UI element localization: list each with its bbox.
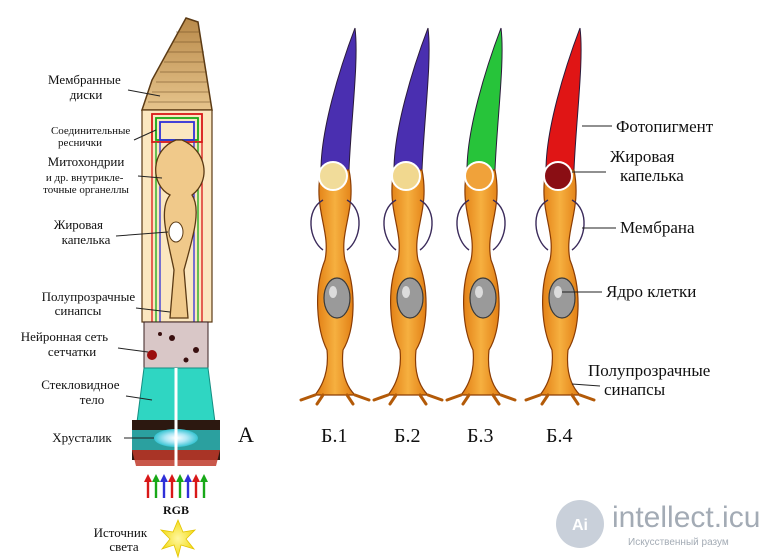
rgb-arrows [144, 474, 208, 498]
label-connecting-cilia: Соединительные реснички [51, 125, 133, 149]
membrane-right [346, 199, 360, 251]
cell-nucleus [323, 277, 351, 319]
sun-icon [159, 518, 197, 559]
oil-droplet [391, 161, 421, 191]
photopigment-segment [545, 27, 582, 171]
synapse-feet [299, 393, 371, 406]
nucleus-highlight [402, 286, 410, 298]
watermark-site: intellect.icu [612, 501, 760, 534]
watermark-tagline: Искусственный разум [628, 537, 729, 548]
membrane-right [571, 199, 585, 251]
synapse-feet [445, 393, 517, 406]
watermark-logo-circle [556, 500, 604, 548]
label-light-source: Источник света [94, 525, 151, 554]
panel-a-cone [132, 17, 220, 559]
watermark-logo: Ai [572, 517, 588, 534]
cell-label: Б.3 [467, 425, 493, 447]
oil-droplet [464, 161, 494, 191]
panel-a-label: А [238, 422, 254, 447]
nucleus-highlight [329, 286, 337, 298]
membrane-left [383, 199, 397, 251]
cone-cells: Б.1 Б.2 Б.3 Б.4 [299, 27, 596, 447]
cell-nucleus [396, 277, 424, 319]
label-rgb: RGB [163, 503, 189, 517]
membrane-right [492, 199, 506, 251]
membrane-left [535, 199, 549, 251]
cell-label: Б.4 [546, 425, 572, 447]
left-labels: Мембранные диски Соединительные реснички… [21, 72, 189, 554]
right-labels: Фотопигмент Жировая капелька Мембрана Яд… [588, 117, 715, 399]
label-organelles: и др. внутрикле- точные органеллы [43, 172, 129, 196]
photopigment-segment [466, 27, 503, 171]
nucleus-highlight [554, 286, 562, 298]
right-pointers [562, 125, 616, 387]
label-oil-droplet-right: Жировая капелька [610, 147, 684, 185]
label-photopigment: Фотопигмент [616, 117, 714, 136]
membrane-left [456, 199, 470, 251]
photopigment-segment [393, 27, 430, 171]
label-oil-droplet-left: Жировая капелька [54, 217, 111, 247]
nucleus-highlight [475, 286, 483, 298]
cell-nucleus [548, 277, 576, 319]
cell-label: Б.2 [394, 425, 420, 447]
membrane-left [310, 199, 324, 251]
label-membrane: Мембрана [620, 218, 695, 237]
label-mitochondria: Митохондрии [48, 154, 125, 169]
photopigment-segment [320, 27, 357, 171]
oil-droplet [543, 161, 573, 191]
cone-cell-4: Б.4 [524, 27, 596, 447]
cell-nucleus [469, 277, 497, 319]
label-synapses-left: Полупрозрачные синапсы [42, 289, 139, 318]
cone-cell-3: Б.3 [445, 27, 517, 447]
left-pointers [115, 89, 171, 439]
membrane-right [419, 199, 433, 251]
neural-net-band [143, 321, 209, 369]
label-neural-net: Нейронная сеть сетчатки [21, 329, 112, 359]
cone-cell-1: Б.1 [299, 27, 371, 447]
synapse-feet [372, 393, 444, 406]
cell-label: Б.1 [321, 425, 347, 447]
cone-cell-2: Б.2 [372, 27, 444, 447]
label-nucleus: Ядро клетки [606, 282, 696, 301]
label-vitreous: Стекловидное тело [41, 377, 123, 407]
synapse-feet [524, 393, 596, 406]
label-lens: Хрусталик [52, 430, 112, 445]
label-synapses-right: Полупрозрачные синапсы [588, 361, 715, 399]
watermark: Ai intellect.icu Искусственный разум [556, 500, 760, 548]
label-membrane-discs: Мембранные диски [48, 72, 124, 102]
oil-droplet [318, 161, 348, 191]
